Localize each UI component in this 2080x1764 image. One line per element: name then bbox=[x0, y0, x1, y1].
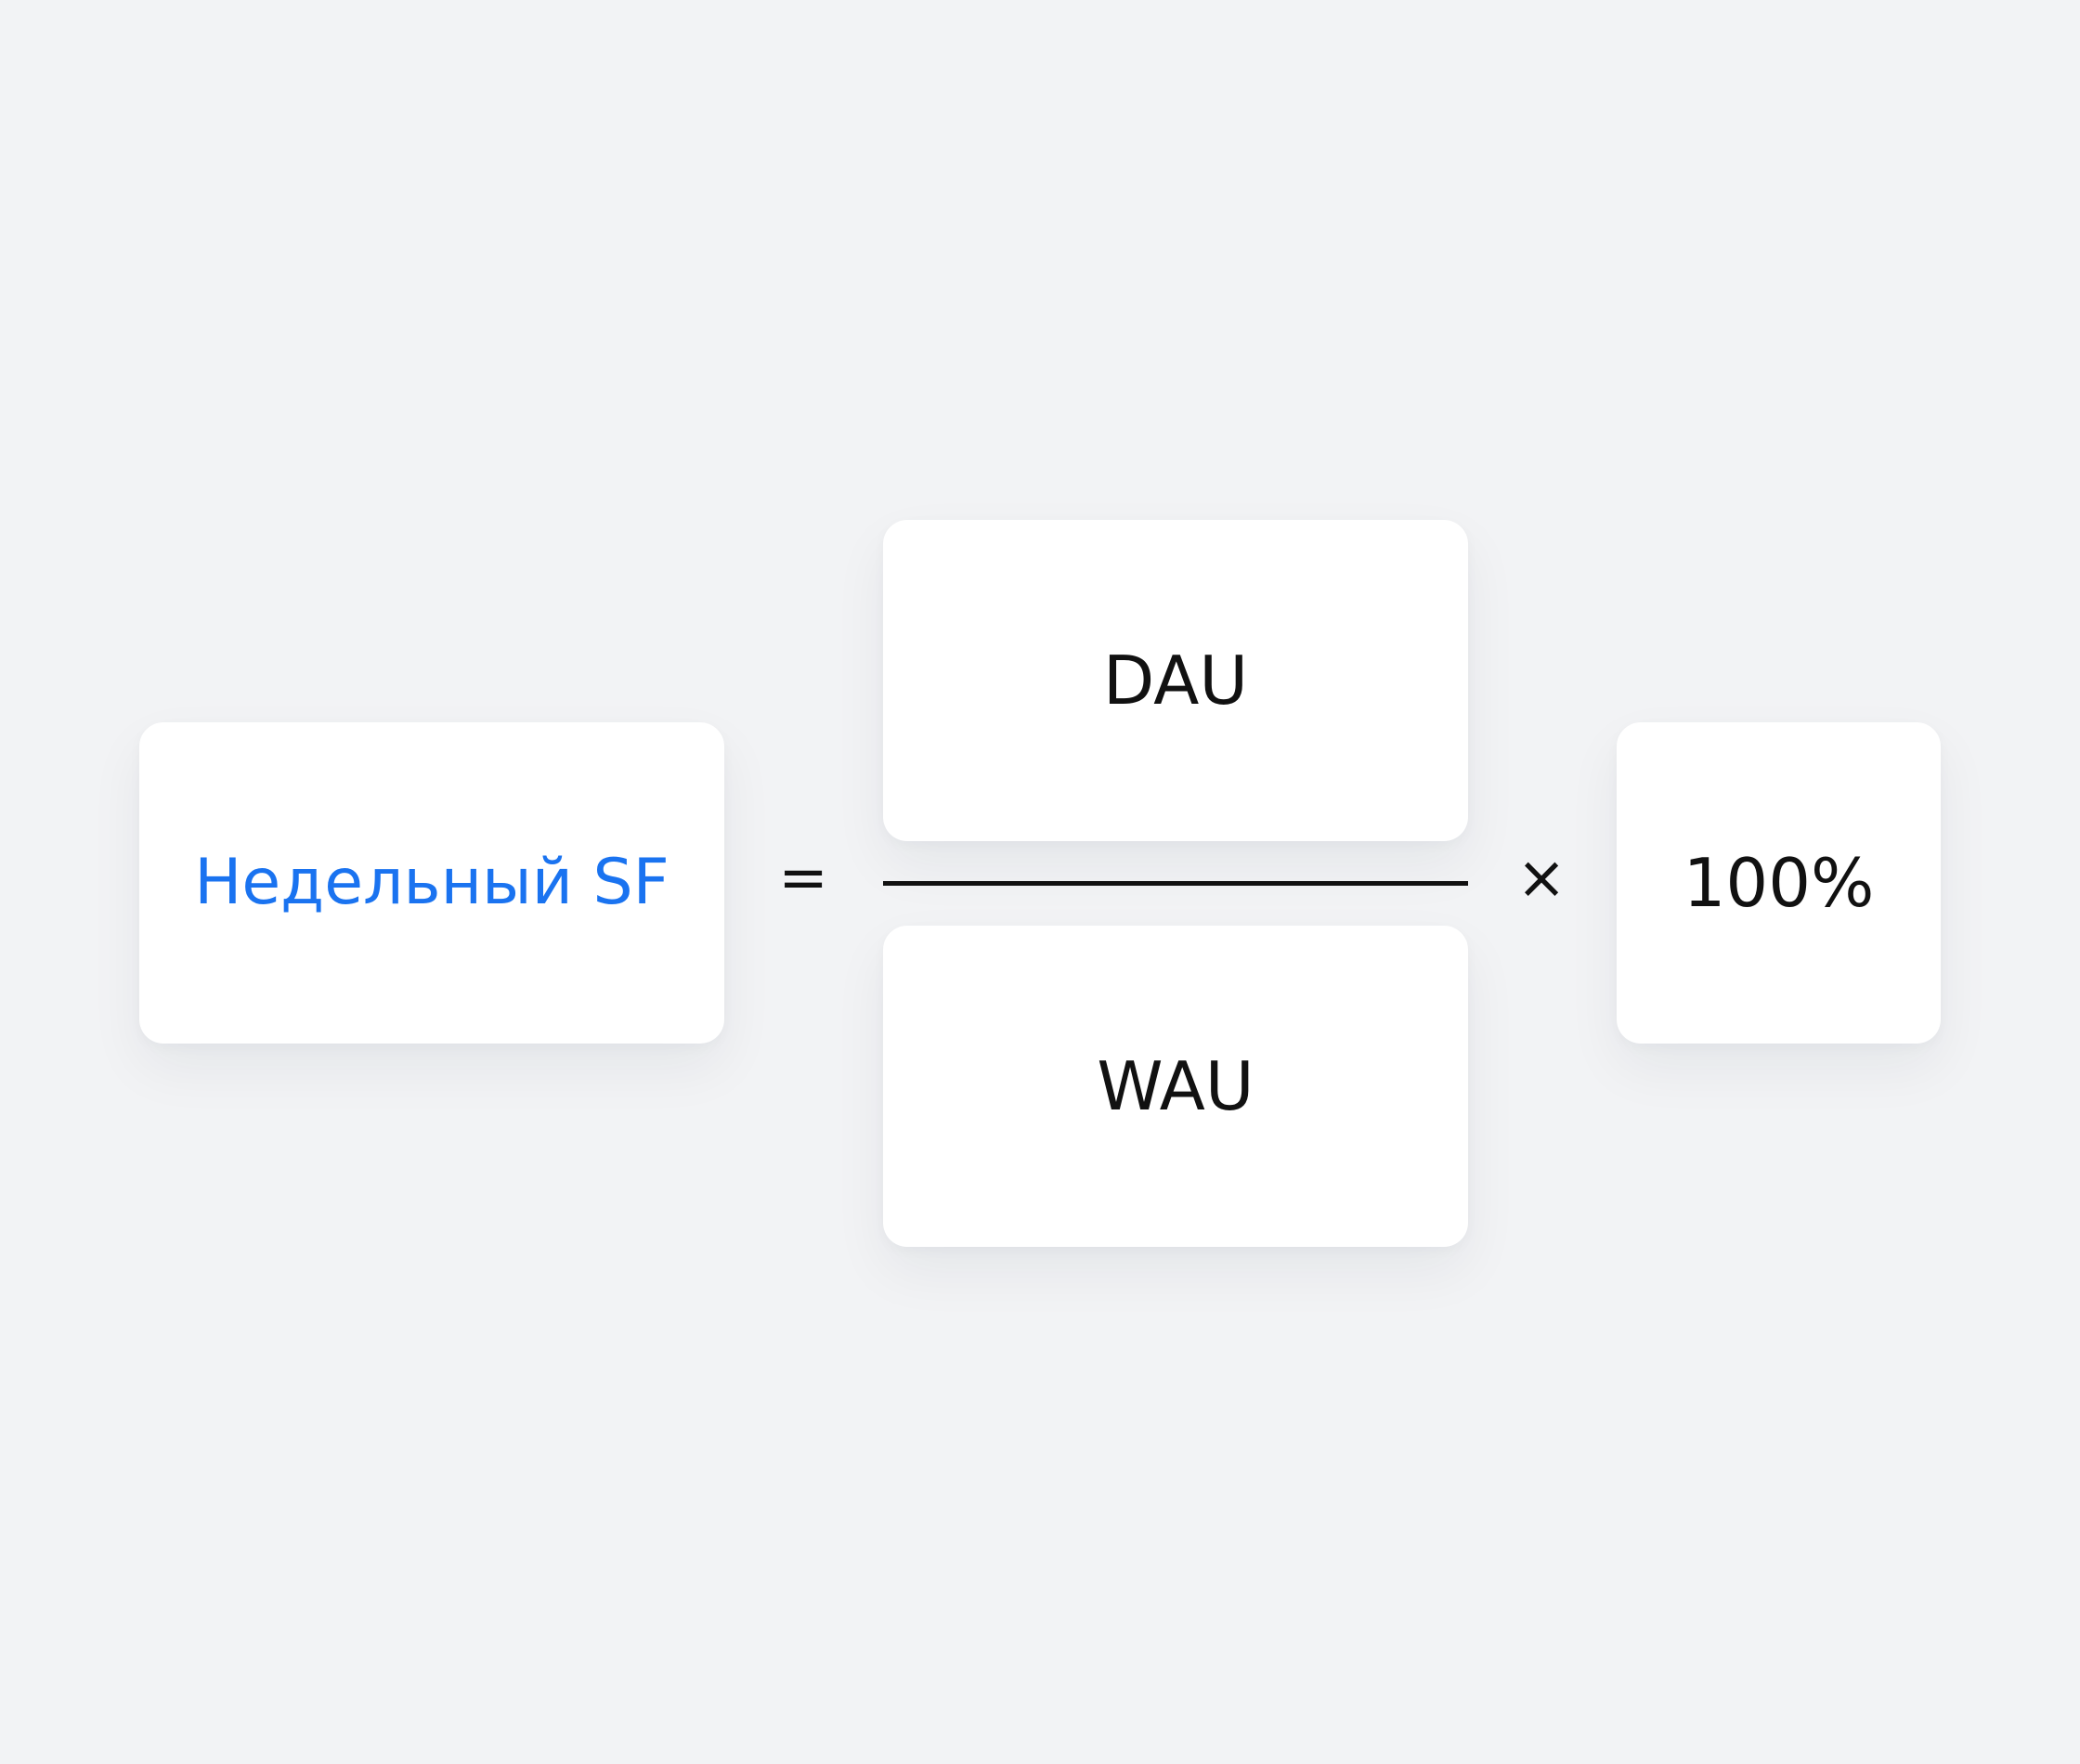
multiplier-label: 100% bbox=[1683, 844, 1875, 922]
fraction-line bbox=[883, 881, 1468, 886]
multiplier-card: 100% bbox=[1617, 722, 1941, 1044]
equals-sign: = bbox=[778, 844, 828, 913]
numerator-label: DAU bbox=[1102, 642, 1249, 720]
denominator-card: WAU bbox=[883, 926, 1468, 1247]
denominator-label: WAU bbox=[1097, 1047, 1254, 1125]
weekly-sf-card: Недельный SF bbox=[139, 722, 724, 1044]
numerator-card: DAU bbox=[883, 520, 1468, 841]
multiply-sign: × bbox=[1516, 844, 1566, 913]
weekly-sf-label: Недельный SF bbox=[194, 846, 670, 919]
